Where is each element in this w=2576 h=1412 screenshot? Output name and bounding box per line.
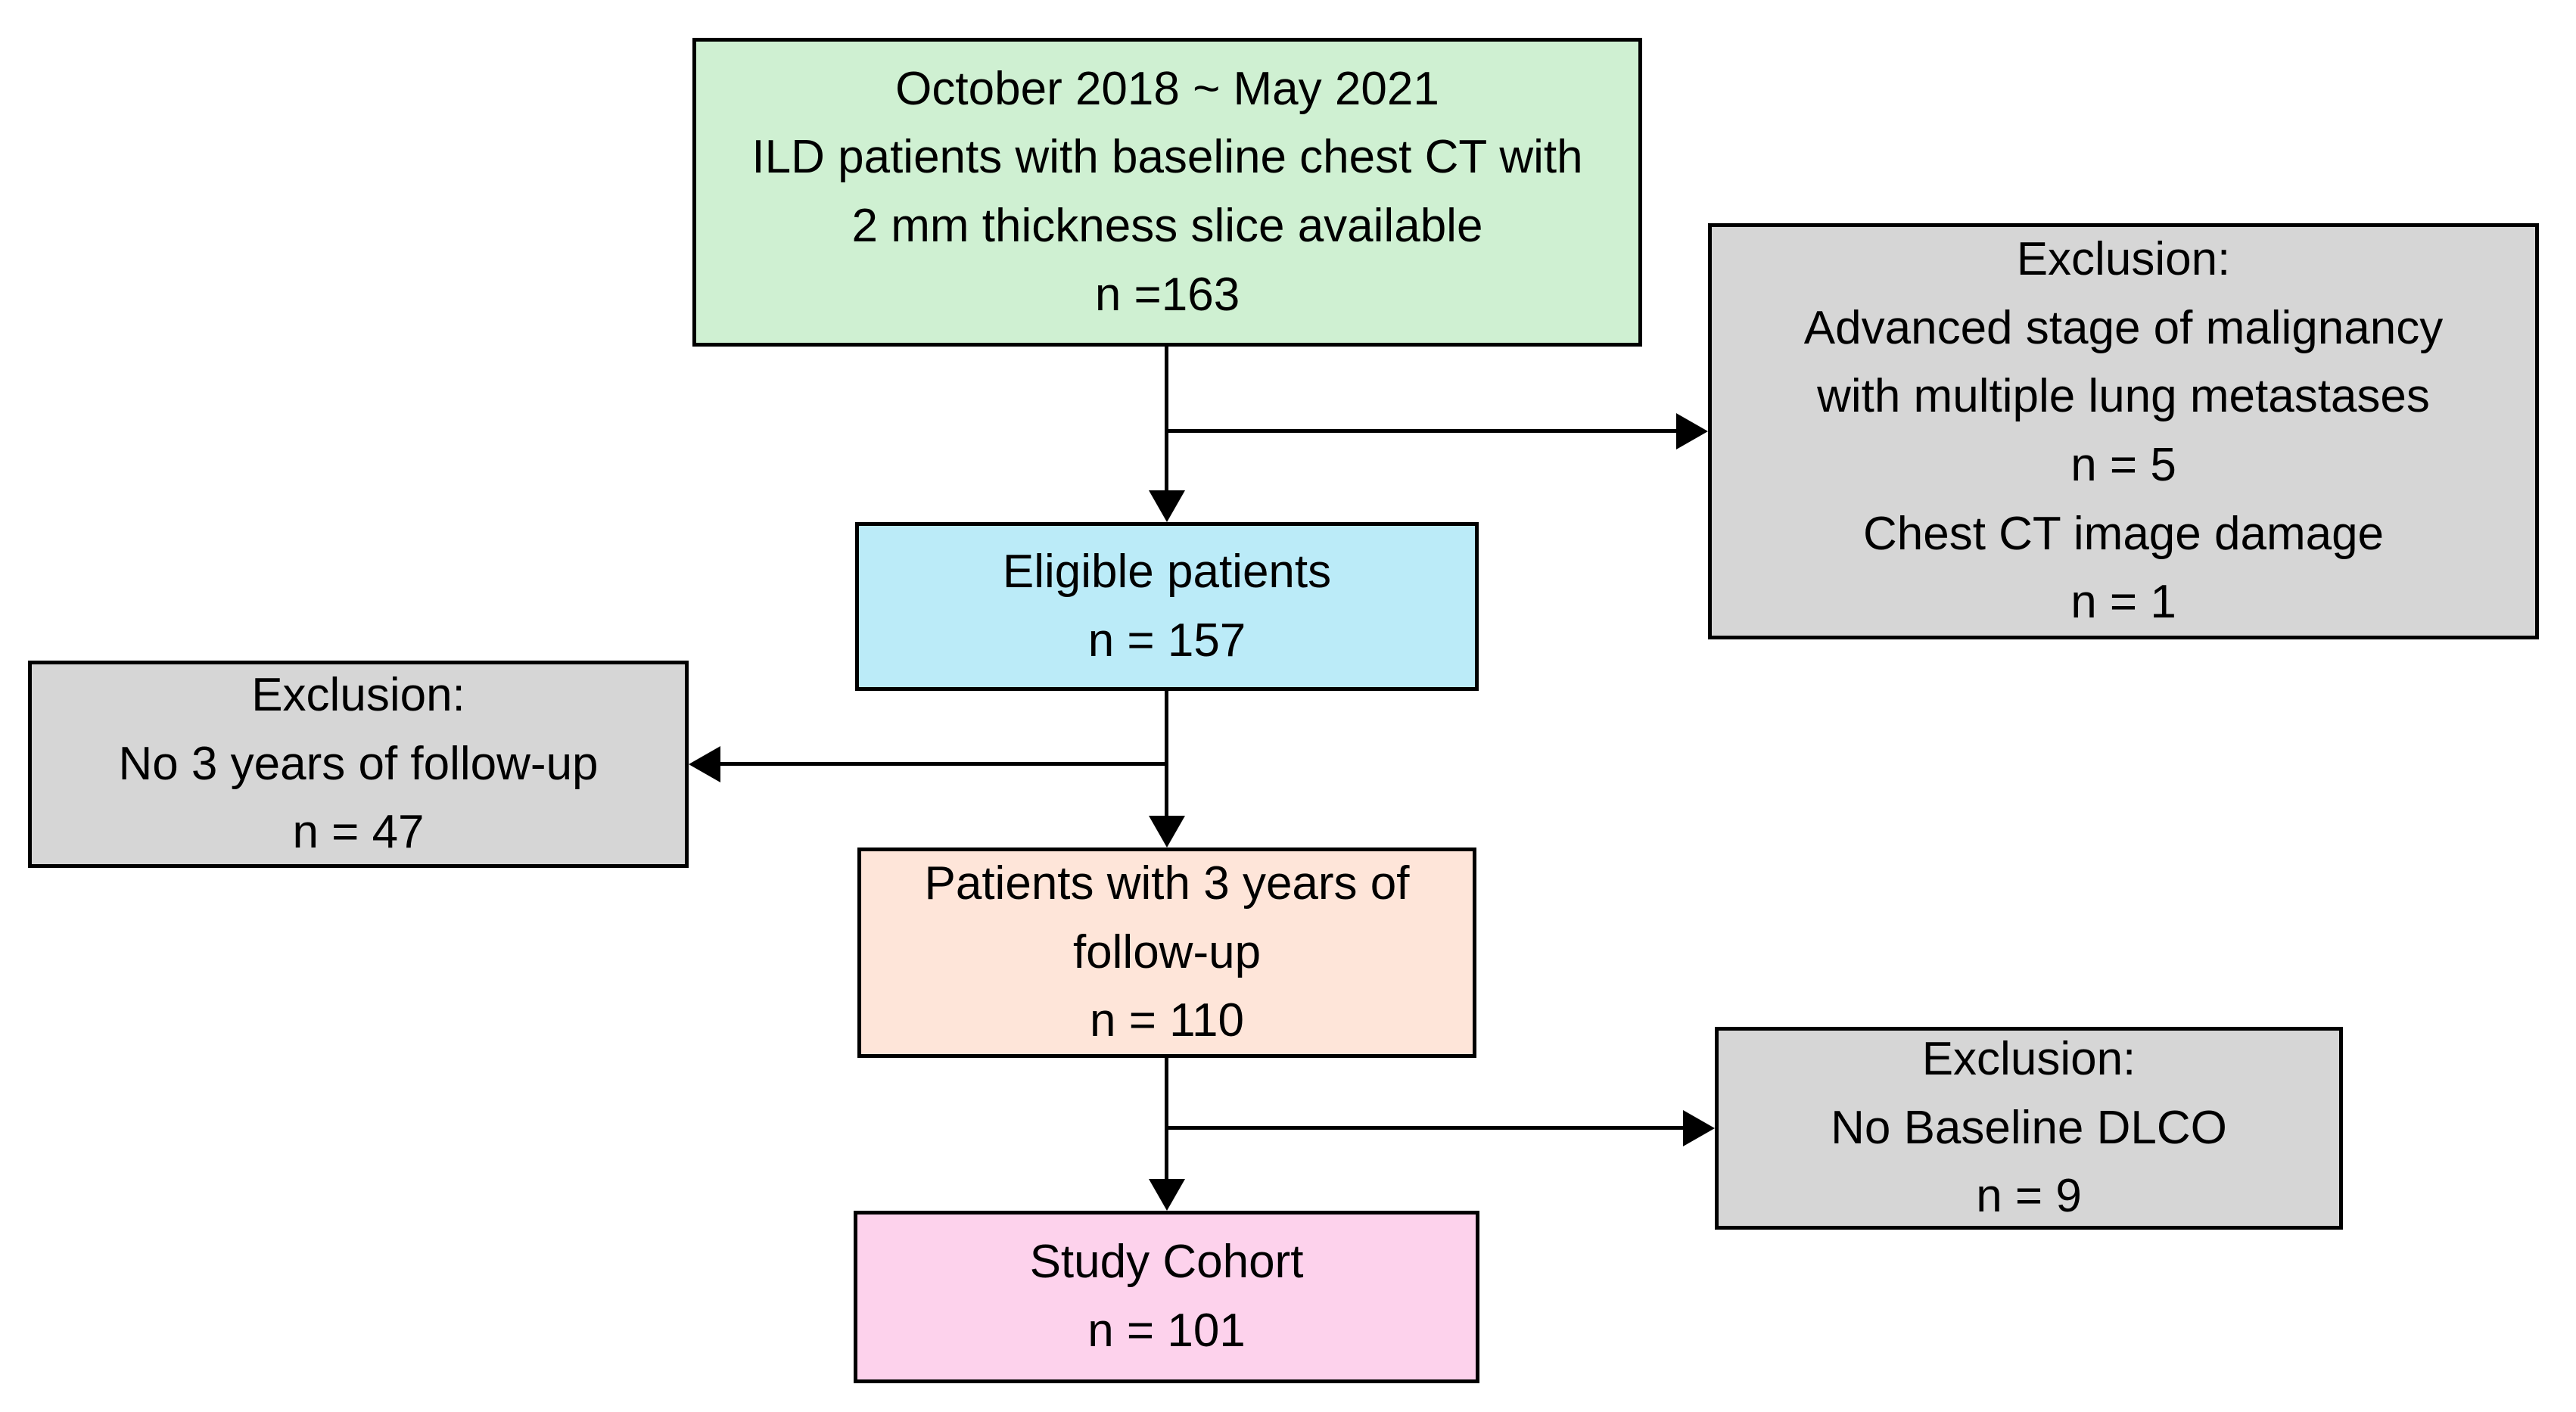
node-eligible-patients-title: Eligible patients — [1002, 545, 1332, 598]
node-eligible-patients-count: n = 157 — [1087, 614, 1246, 667]
node-exclusion-followup-title: Exclusion: — [251, 669, 465, 722]
node-source-line-3: 2 mm thickness slice available — [851, 200, 1483, 252]
connector-eligible-followup — [1165, 689, 1168, 820]
node-exclusion-malignancy-line-3: with multiple lung metastases — [1817, 370, 2430, 423]
node-source: October 2018 ~ May 2021 ILD patients wit… — [692, 38, 1642, 347]
connector-followup-cohort — [1165, 1056, 1168, 1183]
arrowhead-into-followup — [1149, 816, 1185, 848]
node-exclusion-followup-count: n = 47 — [292, 806, 425, 859]
arrowhead-into-eligible — [1149, 490, 1185, 522]
node-exclusion-malignancy-count-1: n = 5 — [2070, 439, 2176, 491]
arrowhead-into-exclusion-malignancy — [1676, 413, 1708, 449]
node-exclusion-dlco-line-2: No Baseline DLCO — [1831, 1101, 2227, 1154]
node-patients-3yr-followup-line-1: Patients with 3 years of — [924, 857, 1410, 910]
node-exclusion-dlco-count: n = 9 — [1976, 1170, 2082, 1223]
node-exclusion-malignancy-count-2: n = 1 — [2070, 576, 2176, 629]
connector-eligible-exclusion-followup — [719, 762, 1168, 766]
node-exclusion-malignancy-line-2: Advanced stage of malignancy — [1803, 301, 2444, 354]
node-source-line-2: ILD patients with baseline chest CT with — [751, 131, 1583, 184]
connector-source-exclusion-malignancy — [1167, 429, 1680, 433]
arrowhead-into-exclusion-dlco — [1683, 1110, 1715, 1146]
node-patients-3yr-followup-line-2: follow-up — [1072, 925, 1262, 978]
connector-followup-exclusion-dlco — [1167, 1126, 1686, 1130]
node-exclusion-dlco-title: Exclusion: — [1921, 1033, 2136, 1086]
node-exclusion-dlco: Exclusion: No Baseline DLCO n = 9 — [1715, 1027, 2343, 1230]
node-source-line-1: October 2018 ~ May 2021 — [895, 62, 1439, 115]
arrowhead-into-exclusion-followup — [689, 746, 720, 782]
node-exclusion-malignancy: Exclusion: Advanced stage of malignancy … — [1708, 223, 2539, 639]
node-study-cohort-title: Study Cohort — [1029, 1236, 1304, 1289]
arrowhead-into-cohort — [1149, 1179, 1185, 1211]
node-eligible-patients: Eligible patients n = 157 — [855, 522, 1479, 691]
node-patients-3yr-followup-count: n = 110 — [1090, 994, 1244, 1047]
node-study-cohort-count: n = 101 — [1087, 1305, 1246, 1357]
connector-source-eligible — [1165, 345, 1168, 496]
node-exclusion-malignancy-title: Exclusion: — [2016, 233, 2231, 286]
node-exclusion-followup: Exclusion: No 3 years of follow-up n = 4… — [28, 661, 689, 868]
node-study-cohort: Study Cohort n = 101 — [854, 1211, 1479, 1383]
node-patients-3yr-followup: Patients with 3 years of follow-up n = 1… — [857, 848, 1476, 1058]
node-exclusion-followup-line-2: No 3 years of follow-up — [118, 737, 599, 790]
node-source-count: n =163 — [1094, 268, 1240, 321]
node-exclusion-malignancy-line-5: Chest CT image damage — [1862, 507, 2385, 560]
